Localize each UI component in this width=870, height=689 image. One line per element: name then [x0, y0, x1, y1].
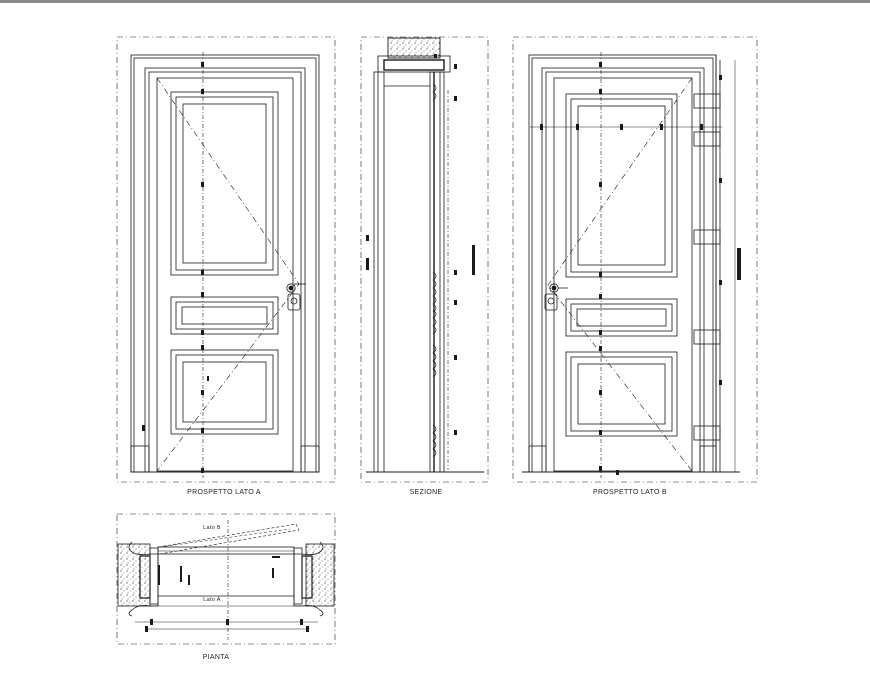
- top-frame-bar: [0, 0, 870, 3]
- section-title: SEZIONE: [409, 489, 443, 496]
- plan-side-b-label: Lato B: [203, 525, 221, 531]
- plan-side-a-label: Lato A: [203, 597, 221, 603]
- elevation-b-border: [512, 36, 758, 483]
- elevation-a-title: PROSPETTO LATO A: [187, 489, 261, 496]
- plan-door-leaf: [157, 546, 295, 555]
- elevation-a-border: [116, 36, 336, 483]
- elevation-b-title: PROSPETTO LATO B: [592, 489, 668, 496]
- wall-right: [305, 543, 335, 607]
- section-view: [360, 36, 489, 483]
- door-leaf-b: [553, 77, 693, 472]
- section-border: [360, 36, 489, 483]
- elevation-b: [512, 36, 758, 483]
- wall-lintel: [387, 37, 441, 59]
- elevation-a: [116, 36, 336, 483]
- door-leaf-a: [156, 77, 294, 472]
- plan-border: [116, 513, 336, 645]
- plan-title: PIANTA: [202, 654, 230, 661]
- plan-view: [116, 513, 336, 645]
- door-handle-a: [286, 283, 296, 293]
